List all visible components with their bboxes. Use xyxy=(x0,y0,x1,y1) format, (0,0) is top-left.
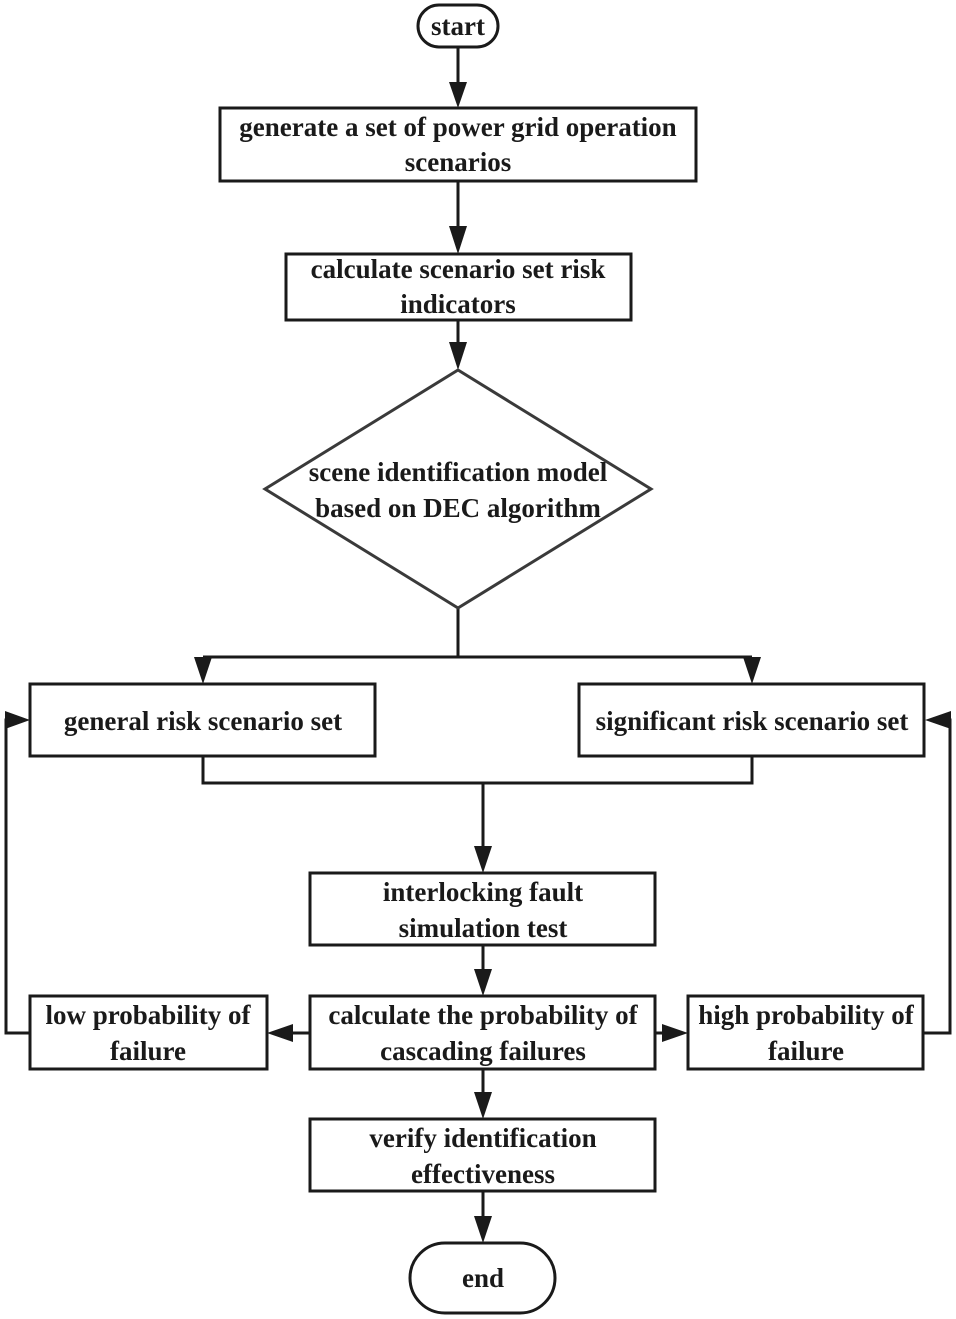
arrowhead-indicators xyxy=(449,226,467,254)
verify-label-line2: effectiveness xyxy=(411,1159,555,1189)
simulation-label-line1: interlocking fault xyxy=(383,877,583,907)
verify-box xyxy=(308,1117,657,1193)
low-probability-label-line2: failure xyxy=(110,1036,186,1066)
edge-high-feedback xyxy=(923,718,952,1035)
node-calc-probability: calculate the probability of cascading f… xyxy=(308,994,657,1071)
node-high-probability: high probability of failure xyxy=(686,994,925,1071)
general-set-label: general risk scenario set xyxy=(64,706,342,736)
node-significant-set: significant risk scenario set xyxy=(577,682,926,758)
generate-box xyxy=(218,106,698,183)
edge-low-feedback xyxy=(4,718,30,1035)
high-probability-label-line1: high probability of xyxy=(698,1000,915,1030)
arrowhead-simulation xyxy=(474,846,492,873)
arrowhead-high-feedback xyxy=(925,711,951,729)
identification-model-label-line2: based on DEC algorithm xyxy=(315,493,601,523)
simulation-label-line2: simulation test xyxy=(399,913,568,943)
start-label: start xyxy=(431,11,485,41)
node-generate: generate a set of power grid operation s… xyxy=(218,106,698,183)
risk-indicators-box xyxy=(284,252,633,322)
start-terminal xyxy=(416,3,500,49)
calc-probability-label-line2: cascading failures xyxy=(380,1036,586,1066)
general-set-box xyxy=(28,682,377,758)
arrowhead-low-feedback xyxy=(5,711,30,729)
low-probability-box xyxy=(28,994,269,1071)
node-end: end xyxy=(408,1241,557,1315)
calc-probability-label-line1: calculate the probability of xyxy=(328,1000,638,1030)
end-terminal xyxy=(408,1241,557,1315)
verify-label-line1: verify identification xyxy=(369,1123,596,1153)
node-general-set: general risk scenario set xyxy=(28,682,377,758)
significant-set-box xyxy=(577,682,926,758)
node-simulation: interlocking fault simulation test xyxy=(308,871,657,947)
high-probability-box xyxy=(686,994,925,1071)
node-start: start xyxy=(416,3,500,49)
arrowhead-end xyxy=(474,1216,492,1243)
arrowhead-general xyxy=(194,657,212,684)
arrowhead-significant xyxy=(743,657,761,684)
node-identification-model: scene identification model based on DEC … xyxy=(262,368,654,610)
arrowhead-high xyxy=(662,1024,688,1042)
arrowhead-model xyxy=(449,342,467,370)
identification-model-label-line1: scene identification model xyxy=(309,457,608,487)
arrowhead-low xyxy=(267,1024,293,1042)
edge-merge xyxy=(201,756,754,785)
connectors xyxy=(4,47,952,1243)
end-label: end xyxy=(462,1263,504,1293)
node-risk-indicators: calculate scenario set risk indicators xyxy=(284,252,633,322)
high-probability-label-line2: failure xyxy=(768,1036,844,1066)
node-verify: verify identification effectiveness xyxy=(308,1117,657,1193)
simulation-box xyxy=(308,871,657,947)
identification-model-diamond xyxy=(262,368,654,610)
arrowhead-calc xyxy=(474,969,492,996)
generate-label-line2: scenarios xyxy=(405,147,511,177)
generate-label-line1: generate a set of power grid operation xyxy=(239,112,676,142)
arrowhead-generate xyxy=(449,82,467,108)
node-low-probability: low probability of failure xyxy=(28,994,269,1071)
significant-set-label: significant risk scenario set xyxy=(596,706,909,736)
low-probability-label-line1: low probability of xyxy=(45,1000,251,1030)
risk-indicators-label-line1: calculate scenario set risk xyxy=(311,254,606,284)
risk-indicators-label-line2: indicators xyxy=(400,289,516,319)
arrowhead-verify xyxy=(474,1092,492,1119)
calc-probability-box xyxy=(308,994,657,1071)
